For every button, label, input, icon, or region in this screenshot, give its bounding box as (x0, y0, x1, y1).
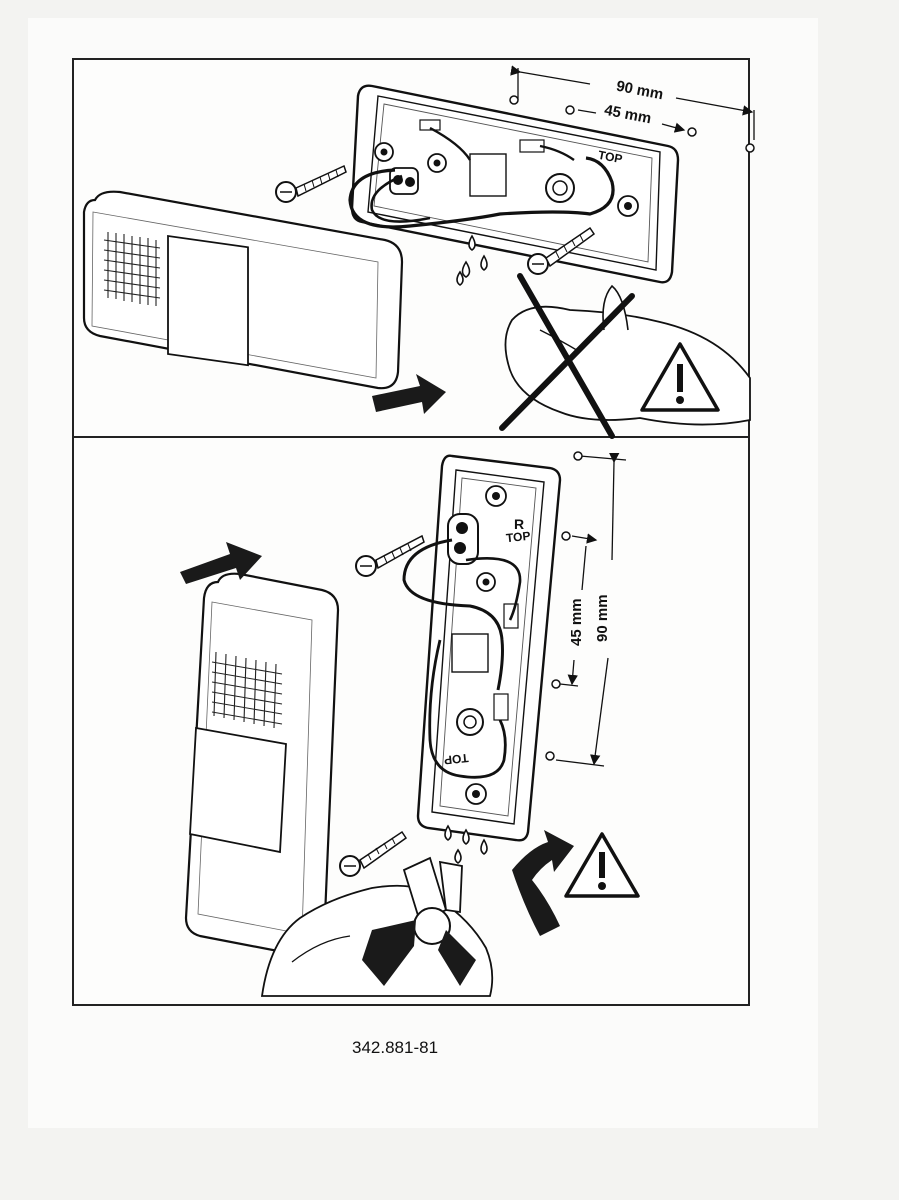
lamp-base-top (348, 84, 680, 284)
lamp-base-bottom (402, 454, 562, 842)
top-mark-flipped-bottom-panel: TOP (443, 750, 470, 768)
dimension-lines-bottom (555, 452, 627, 767)
screw-lower-bottom (339, 830, 408, 877)
screw-upper-bottom (355, 534, 425, 577)
panel-divider (72, 436, 750, 438)
dimension-lines-top (510, 65, 755, 140)
push-arrow-top (372, 374, 446, 414)
curved-arrow-bottom (512, 830, 574, 936)
push-arrow-bottom (180, 542, 262, 584)
sealant-drops-top (456, 234, 488, 286)
lamp-lens-cover-bottom (184, 572, 340, 958)
hand-crossed-out (499, 273, 751, 439)
figure-reference-number: 342.881-81 (352, 1038, 439, 1057)
lamp-lens-cover-top (82, 190, 404, 390)
r-mark-bottom-panel: R (514, 516, 525, 532)
screw-left-top (275, 164, 347, 203)
sealant-drops-bottom (444, 824, 488, 864)
screw-right-top (527, 226, 596, 275)
hand-with-pliers (260, 856, 494, 997)
top-mark-bottom-panel: TOP (505, 528, 532, 546)
top-panel (82, 65, 755, 439)
warning-icon-bottom (564, 832, 640, 898)
dim-90mm-bottom: 90 mm (594, 594, 611, 642)
warning-icon-top (640, 342, 720, 412)
bottom-panel (180, 451, 640, 997)
dim-45mm-bottom: 45 mm (568, 598, 585, 646)
